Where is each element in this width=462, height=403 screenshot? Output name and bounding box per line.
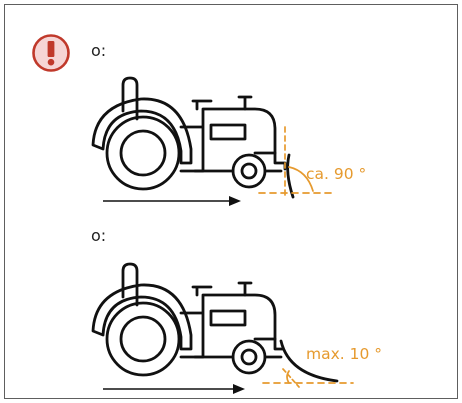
tractor-illustration-1 <box>91 76 332 206</box>
instruction-panel: o: <box>4 4 458 399</box>
option-1-label: o: <box>91 41 107 60</box>
tractor-illustration-2 <box>91 262 354 394</box>
option-2-label: o: <box>91 226 107 245</box>
warning-icon <box>31 33 71 73</box>
option-2-angle-label: max. 10 ° <box>306 345 383 363</box>
option-1-angle-label: ca. 90 ° <box>306 165 367 183</box>
